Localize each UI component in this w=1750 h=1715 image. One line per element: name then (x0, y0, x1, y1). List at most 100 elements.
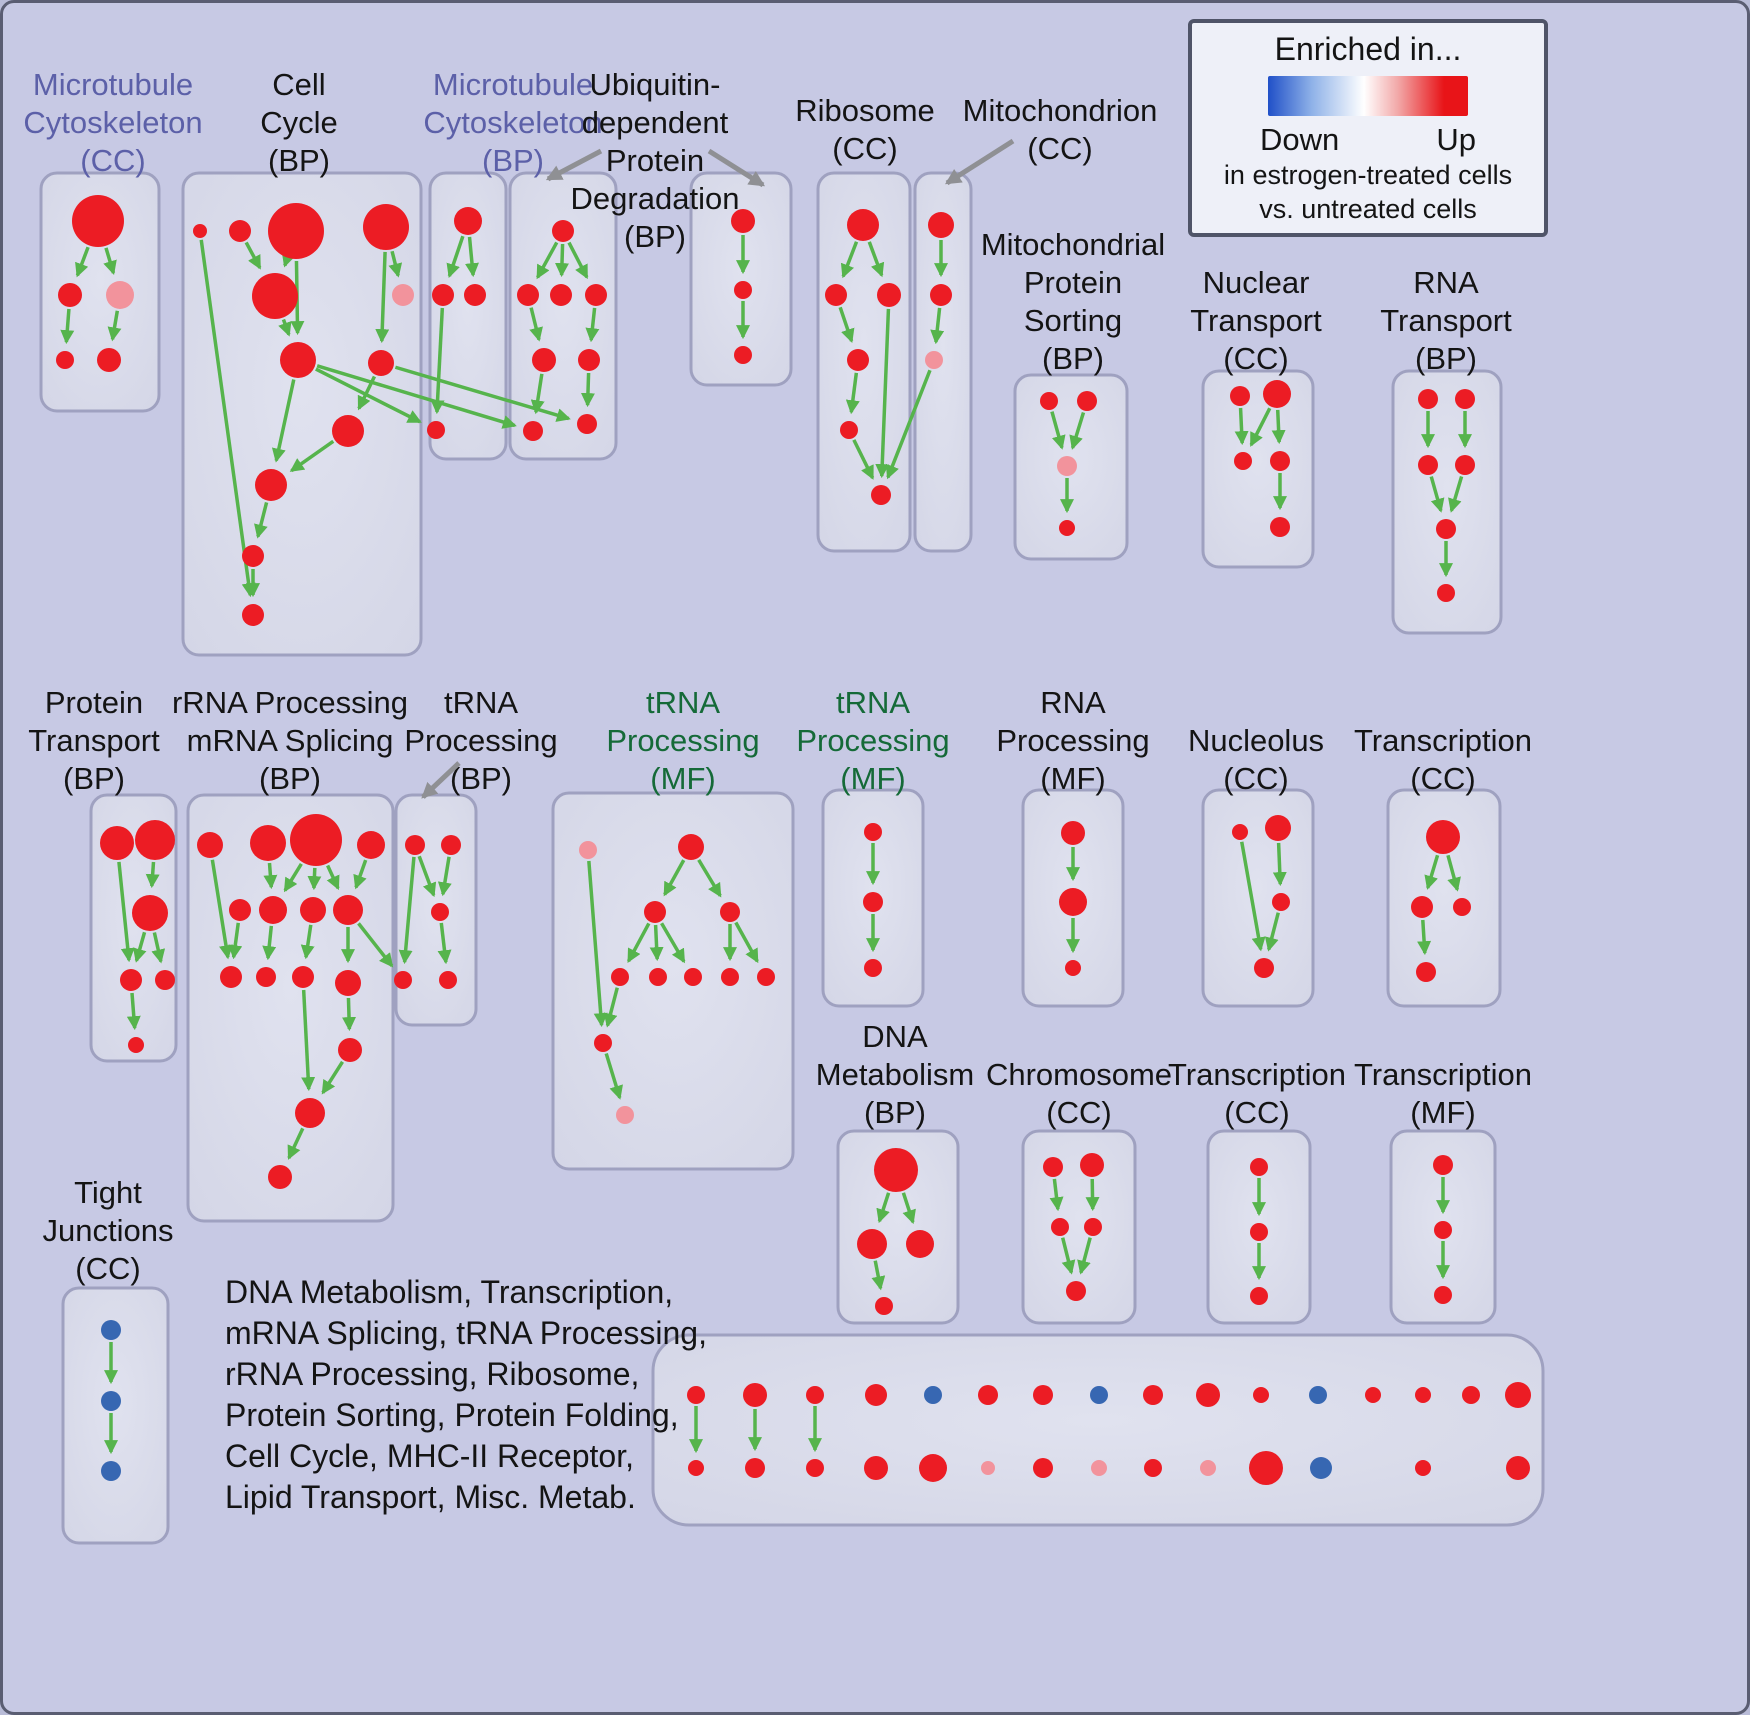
edge-trna-processing-mf-1-3 (649, 924, 664, 962)
node-nucleolus-cc-0 (1232, 824, 1248, 840)
node-rna-transport-bp-5 (1437, 584, 1455, 602)
node-transcription-cc-2-2 (1250, 1287, 1268, 1305)
node-trna-processing-bp-2 (431, 903, 449, 921)
node-rrna-processing-mrna-splicing-bp-3 (357, 831, 385, 859)
node-misc-clusters-5 (978, 1385, 998, 1405)
node-microtubule-cytoskeleton-bp-1 (432, 284, 454, 306)
node-cell-cycle-bp-2 (268, 203, 324, 259)
node-nuclear-transport-cc-2 (1234, 452, 1252, 470)
edge-cell-cycle-bp-5 (278, 318, 292, 337)
edge-cell-cycle-bp-1 (281, 252, 296, 268)
node-rna-processing-mf-0 (1061, 821, 1085, 845)
legend-updown-row: Down Up (1260, 122, 1476, 158)
node-transcription-mf-0 (1433, 1155, 1453, 1175)
node-rna-transport-bp-3 (1455, 455, 1475, 475)
node-ubiquitin-protein-degradation-bp-2-2 (734, 346, 752, 364)
node-misc-clusters-14 (1462, 1386, 1480, 1404)
node-ubiquitin-protein-degradation-bp-5 (578, 349, 600, 371)
node-trna-processing-mf-1-3 (720, 902, 740, 922)
edge-ubiquitin-protein-degradation-bp-1 (554, 243, 569, 278)
edge-cell-cycle-bp-3 (388, 250, 403, 278)
group-box-nuclear-transport-cc (1201, 369, 1315, 569)
node-ubiquitin-protein-degradation-bp-2 (550, 284, 572, 306)
node-protein-transport-bp-1 (135, 820, 175, 860)
node-transcription-mf-1 (1434, 1221, 1452, 1239)
edge-dna-metabolism-bp-1 (901, 1192, 916, 1225)
cross-edge-4 (357, 922, 394, 968)
edge-rrna-processing-mrna-splicing-bp-1 (263, 862, 278, 890)
node-ubiquitin-protein-degradation-bp-4 (532, 348, 556, 372)
cross-edge-0 (315, 367, 422, 424)
node-transcription-cc-1-3 (1416, 962, 1436, 982)
node-trna-processing-mf-1-9 (594, 1034, 612, 1052)
node-protein-transport-bp-4 (155, 970, 175, 990)
edge-rrna-processing-mrna-splicing-bp-9 (342, 997, 357, 1032)
legend-gradient-bar (1268, 76, 1468, 116)
node-misc-clusters-17 (745, 1458, 765, 1478)
label-pointer-arrow-0 (545, 148, 603, 182)
edge-microtubule-cytoskeleton-bp-2 (430, 307, 445, 415)
edge-rrna-processing-mrna-splicing-bp-3 (307, 867, 322, 891)
edge-mitochondrial-protein-sorting-bp-0 (1050, 411, 1066, 450)
node-ubiquitin-protein-degradation-bp-3 (585, 284, 607, 306)
edge-rrna-processing-mrna-splicing-bp-11 (287, 1127, 305, 1160)
group-box-dna-metabolism-bp (836, 1129, 960, 1325)
node-trna-processing-bp-1 (441, 835, 461, 855)
edge-rrna-processing-mrna-splicing-bp-0 (210, 859, 233, 960)
node-ubiquitin-protein-degradation-bp-1 (517, 284, 539, 306)
node-trna-processing-mf-1-0 (579, 841, 597, 859)
legend-context-line2: vs. untreated cells (1259, 193, 1477, 224)
node-ribosome-cc-0 (847, 209, 879, 241)
node-chromosome-cc-0 (1043, 1157, 1063, 1177)
edge-ubiquitin-protein-degradation-bp-4 (585, 307, 600, 343)
edge-cell-cycle-bp-9 (254, 502, 269, 539)
edge-cell-cycle-bp-11 (199, 239, 256, 598)
edge-dna-metabolism-bp-2 (871, 1260, 886, 1291)
label-pointer-arrow-3 (421, 761, 461, 799)
legend-box: Enriched in... Down Up in estrogen-treat… (1188, 19, 1548, 237)
group-label-mitochondrion-cc: Mitochondrion(CC) (963, 93, 1158, 166)
node-misc-clusters-23 (1091, 1460, 1107, 1476)
node-ribosome-cc-2 (877, 283, 901, 307)
node-dna-metabolism-bp-2 (906, 1230, 934, 1258)
node-mitochondrial-protein-sorting-bp-0 (1040, 392, 1058, 410)
edge-cell-cycle-bp-4 (375, 251, 390, 344)
edge-nuclear-transport-cc-2 (1271, 409, 1286, 445)
group-box-mitochondrion-cc (913, 171, 973, 553)
edge-rrna-processing-mrna-splicing-bp-7 (300, 924, 315, 960)
node-transcription-mf-2 (1434, 1286, 1452, 1304)
node-tight-junctions-cc-1 (101, 1391, 121, 1411)
group-box-transcription-cc-1 (1386, 788, 1502, 1008)
node-misc-clusters-21 (981, 1461, 995, 1475)
edge-protein-transport-bp-4 (117, 861, 135, 963)
edge-nucleolus-cc-0 (1272, 842, 1287, 887)
node-misc-clusters-9 (1196, 1383, 1220, 1407)
node-dna-metabolism-bp-1 (857, 1229, 887, 1259)
node-trna-processing-mf-2-1 (863, 892, 883, 912)
edge-rna-transport-bp-2 (1429, 476, 1445, 513)
node-cell-cycle-bp-10 (242, 545, 264, 567)
edge-microtubule-cytoskeleton-bp-0 (446, 235, 465, 279)
node-misc-clusters-1 (743, 1383, 767, 1407)
node-misc-clusters-25 (1200, 1460, 1216, 1476)
cross-edge-2 (394, 365, 571, 422)
group-box-microtubule-cytoskeleton-bp (428, 171, 508, 461)
node-chromosome-cc-2 (1051, 1218, 1069, 1236)
node-nuclear-transport-cc-3 (1270, 451, 1290, 471)
legend-context-line1: in estrogen-treated cells (1223, 160, 1513, 190)
node-rna-processing-mf-2 (1065, 960, 1081, 976)
edge-microtubule-cytoskeleton-bp-1 (465, 236, 479, 278)
node-rrna-processing-mrna-splicing-bp-2 (290, 814, 342, 866)
node-trna-processing-mf-1-8 (757, 968, 775, 986)
node-cell-cycle-bp-8 (332, 415, 364, 447)
node-misc-clusters-10 (1253, 1387, 1269, 1403)
